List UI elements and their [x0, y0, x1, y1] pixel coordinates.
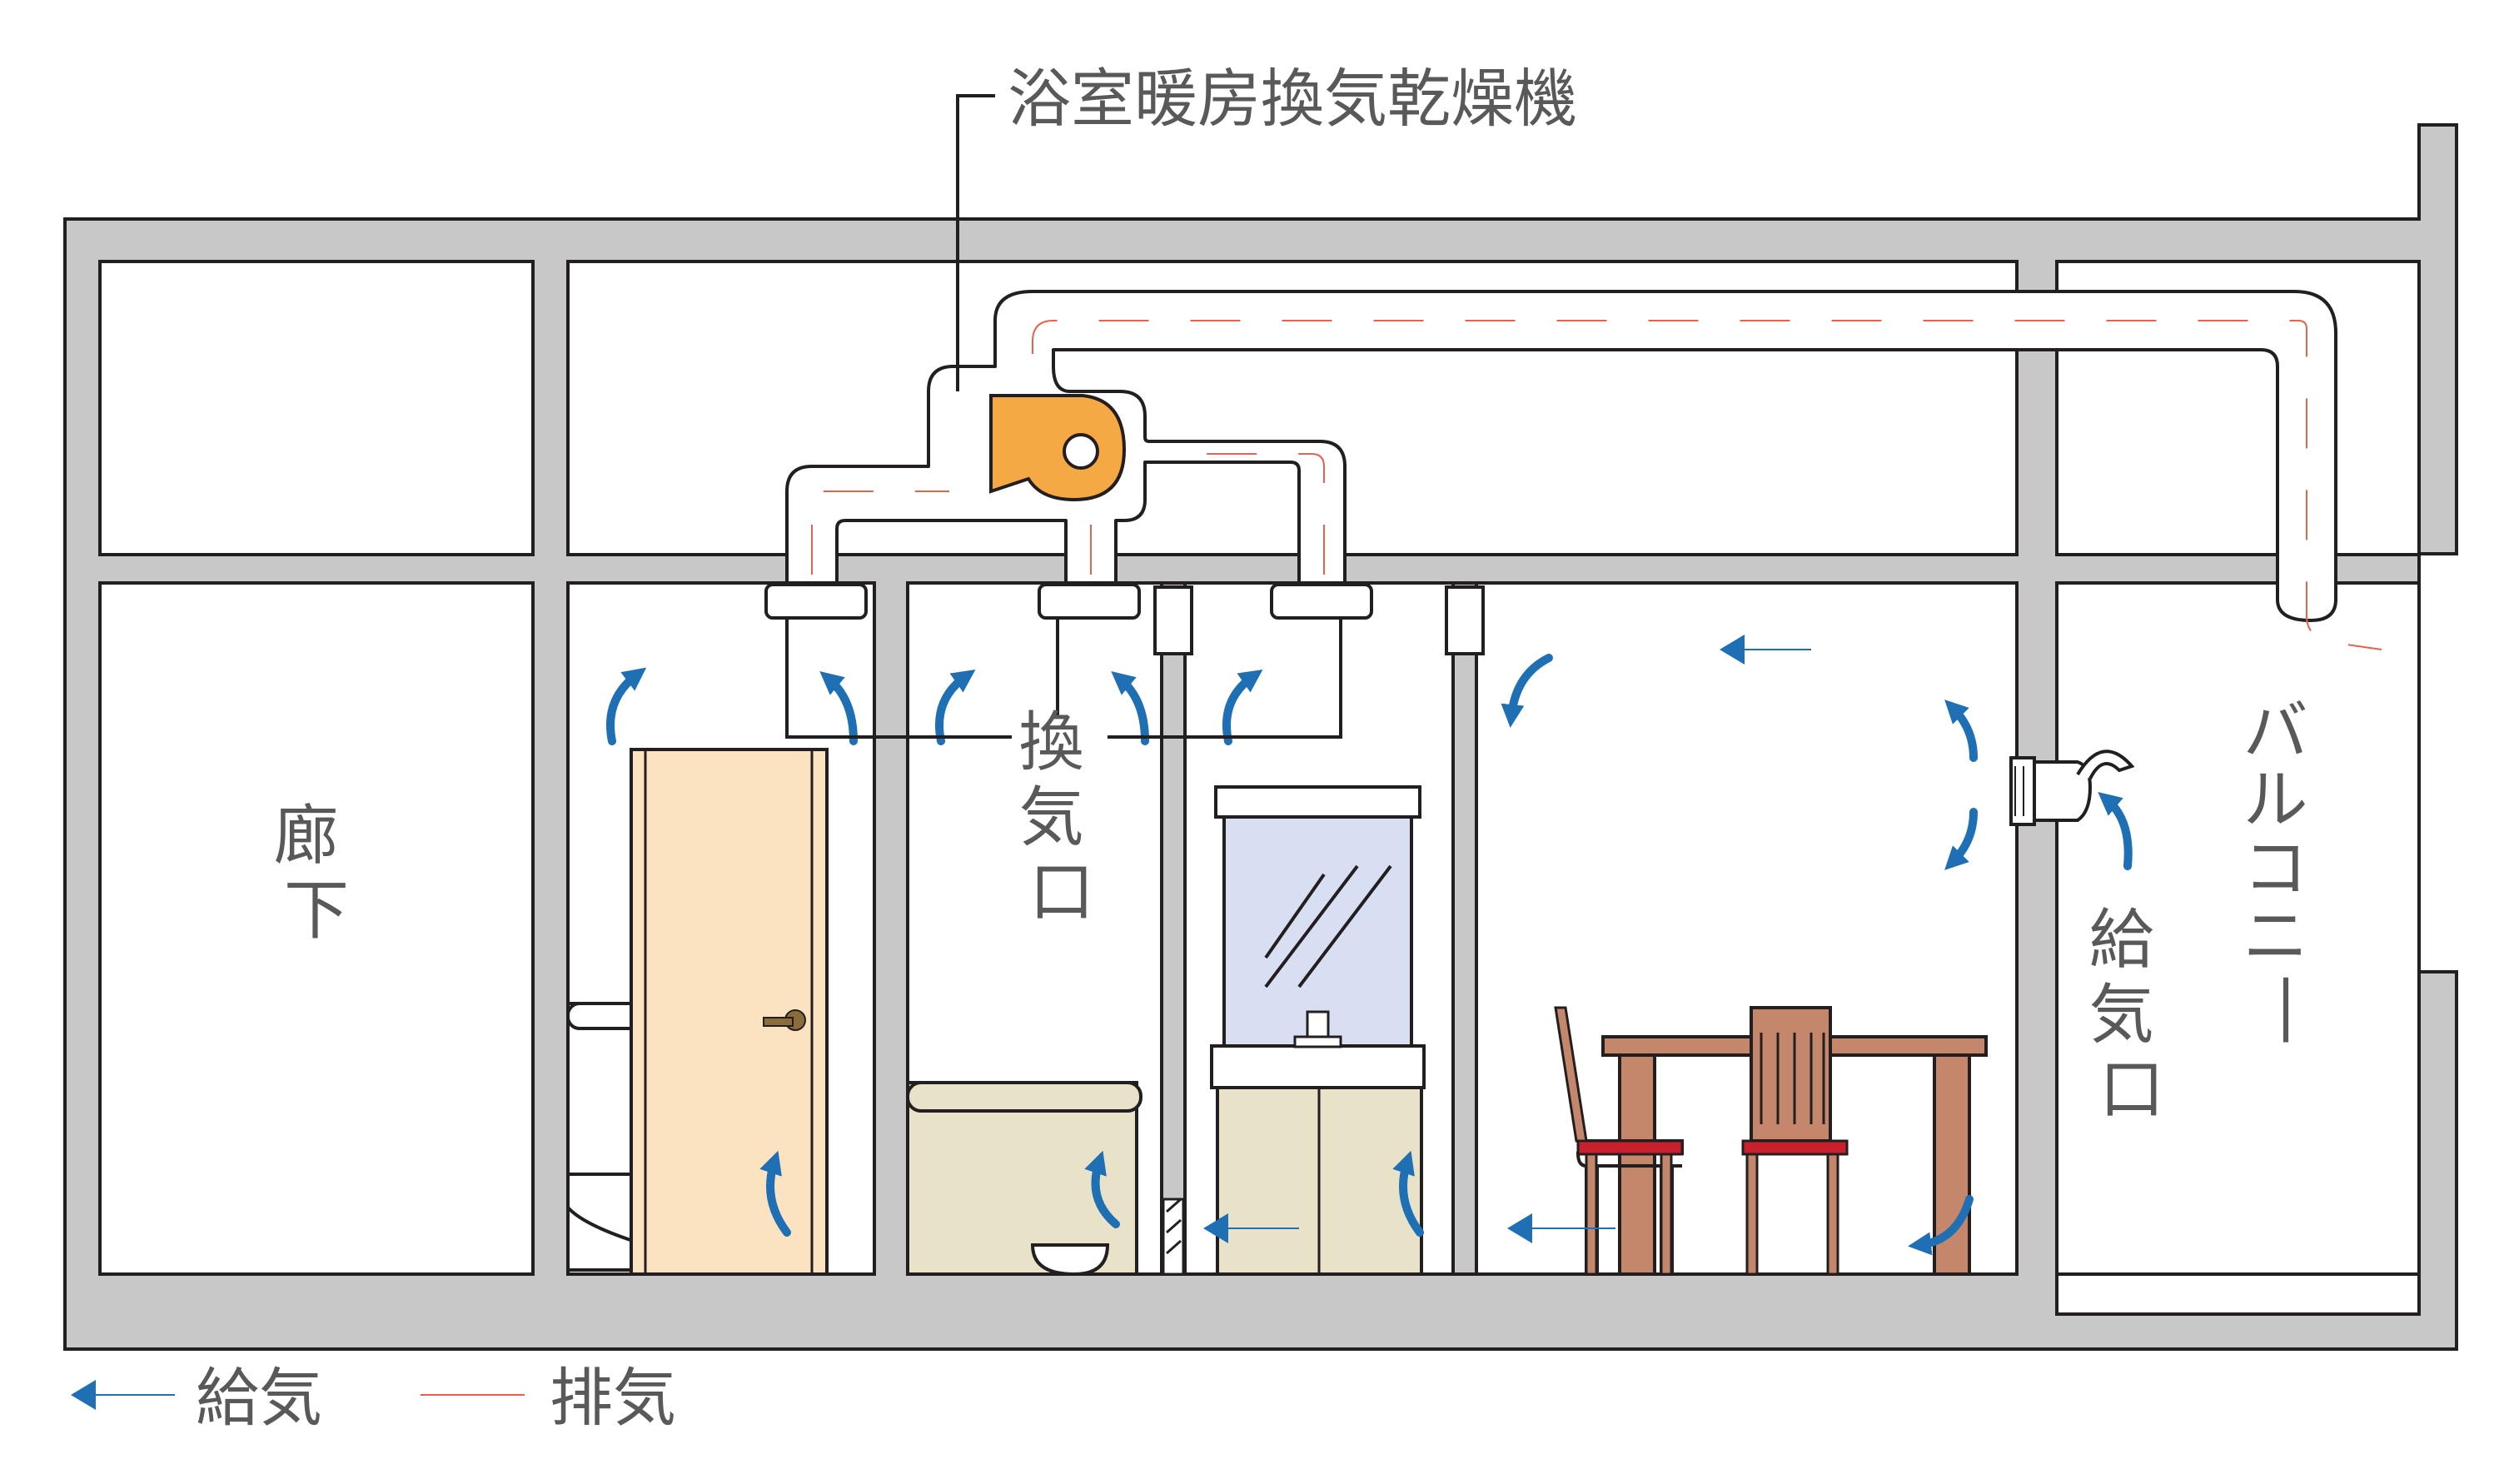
vent-label-callout [785, 618, 1342, 739]
supply-airflow-arrows [606, 654, 2133, 1256]
legend-supply: 給気 [71, 1361, 322, 1435]
arrowhead [1203, 1213, 1228, 1243]
bathtub-icon [906, 1081, 1142, 1277]
supply-vent-icon [2009, 749, 2135, 826]
exhaust-grille [1270, 583, 1373, 620]
supply-airflow-lines [1216, 649, 1811, 1229]
duct-system [764, 94, 2382, 650]
corridor-room [98, 581, 535, 1276]
arrowhead [71, 1380, 96, 1410]
exhaust-port-label-char: 口 [1029, 855, 1094, 930]
balcony-label-char: ル [2243, 763, 2308, 838]
exhaust-grille [764, 583, 868, 620]
supply-port-label: 給 気 口 [2089, 903, 2175, 1128]
balcony-label: バ ル コ ニ | [2243, 695, 2329, 1043]
arrowhead [1507, 1213, 1532, 1243]
corridor-label-char: 廊 [274, 799, 339, 874]
exhaust-grille [1038, 583, 1141, 620]
arrowhead [1720, 635, 1745, 665]
legend-exhaust-label: 排気 [550, 1361, 676, 1435]
corridor-label-char: 下 [284, 874, 349, 949]
legend: 給気 排気 [71, 1361, 676, 1435]
chair-icon [1554, 1006, 1684, 1276]
diagram-title: 浴室暖房換気乾燥機 [1008, 62, 1577, 136]
door-icon [630, 748, 829, 1276]
balcony-label-char: ニ [2243, 899, 2308, 974]
supply-port-label-char: 気 [2089, 978, 2154, 1053]
balcony-label-char: コ [2243, 831, 2308, 906]
exhaust-port-label-char: 気 [1019, 780, 1084, 855]
exhaust-port-label: 換 気 口 [1019, 705, 1105, 930]
chair-icon [1741, 1006, 1849, 1276]
exhaust-port-label-char: 換 [1019, 705, 1084, 780]
supply-port-label-char: 口 [2099, 1053, 2164, 1128]
fan-icon [989, 394, 1127, 502]
balcony-label-char: バ [2243, 695, 2308, 769]
corridor-label: 廊 下 [274, 799, 360, 949]
balcony-label-char: | [2275, 968, 2297, 1043]
balcony-room [2055, 581, 2421, 1276]
legend-supply-label: 給気 [196, 1361, 322, 1435]
legend-exhaust: 排気 [421, 1361, 676, 1435]
supply-port-label-char: 給 [2089, 903, 2154, 978]
washbasin-icon [1210, 785, 1426, 1276]
